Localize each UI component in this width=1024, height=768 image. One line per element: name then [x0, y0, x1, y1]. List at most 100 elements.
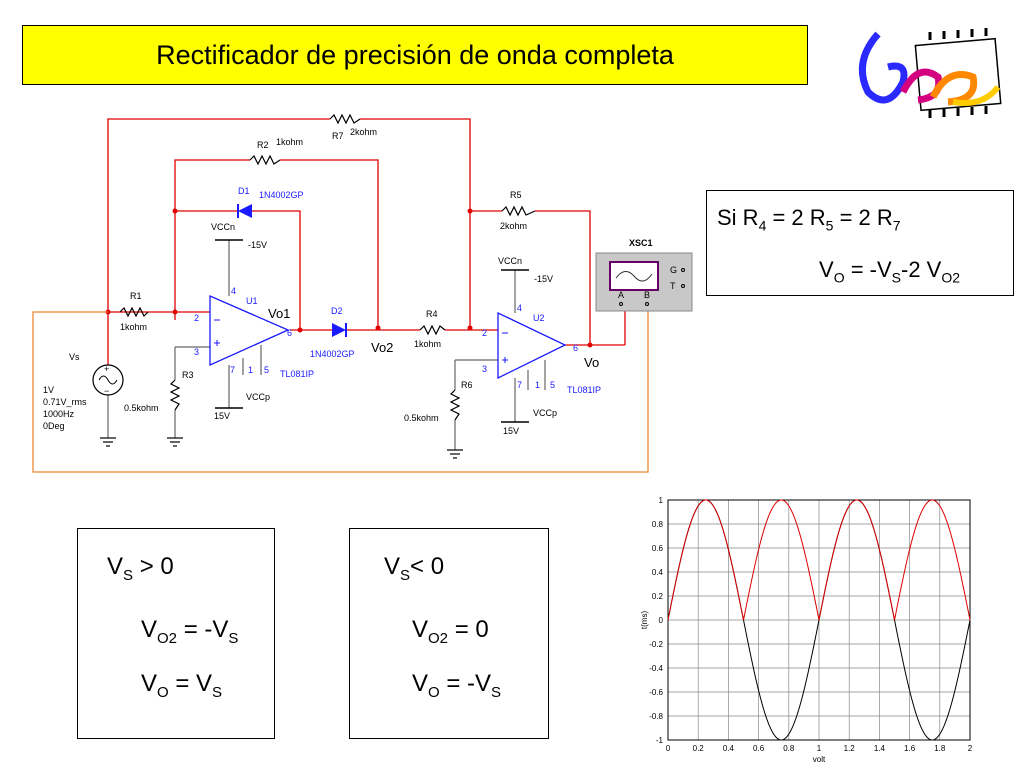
d1-part: 1N4002GP: [259, 190, 304, 200]
x-tick-label: 0: [666, 744, 671, 753]
u1-pin3: 3: [194, 347, 199, 357]
y-tick-label: -0.4: [649, 664, 663, 673]
u2-pin5: 5: [550, 380, 555, 390]
y-tick-label: -0.6: [649, 688, 663, 697]
y-tick-label: -0.8: [649, 712, 663, 721]
r6-name: R6: [461, 380, 473, 390]
vs-rms: 0.71V_rms: [43, 397, 87, 407]
vs-phase: 0Deg: [43, 421, 65, 431]
r2-name: R2: [257, 140, 269, 150]
d1-name: D1: [238, 186, 250, 196]
case-positive-box: VS > 0 VO2 = -VS VO = VS: [77, 528, 275, 739]
resistors: [119, 113, 536, 421]
node-vo1: Vo1: [268, 306, 290, 321]
scope-b: B: [644, 290, 650, 300]
y-tick-label: 0.2: [652, 592, 664, 601]
page-title: Rectificador de precisión de onda comple…: [156, 39, 674, 70]
case-positive-condition: VS > 0: [107, 553, 174, 584]
r7-name: R7: [332, 131, 344, 141]
r2-value: 1kohm: [276, 137, 303, 147]
u2-pin1: 1: [535, 380, 540, 390]
case-positive-vo: VO = VS: [141, 670, 223, 701]
scope-g: G: [670, 265, 677, 275]
svg-text:+: +: [104, 364, 109, 374]
u1-pos15-label: 15V: [214, 411, 230, 421]
y-axis-label: t(ms): [640, 611, 649, 630]
u1-neg15-label: -15V: [248, 240, 267, 250]
y-tick-label: 0.6: [652, 544, 664, 553]
x-tick-label: 1.8: [934, 744, 946, 753]
r5-name: R5: [510, 190, 522, 200]
case-negative-condition: VS< 0: [384, 553, 445, 584]
y-tick-label: 0.8: [652, 520, 664, 529]
vs-name: Vs: [69, 352, 80, 362]
u2-pin3: 3: [482, 364, 487, 374]
dee-logo: [858, 28, 1002, 118]
r1-name: R1: [130, 291, 142, 301]
node-vo2: Vo2: [371, 340, 393, 355]
r4-name: R4: [426, 309, 438, 319]
u1-pin5: 5: [264, 365, 269, 375]
diode-d1: [237, 204, 252, 218]
u2-pos15-label: 15V: [503, 426, 519, 436]
u1-pin7: 7: [230, 365, 235, 375]
ac-source-vs: + −: [92, 364, 124, 396]
opamp-u2: [497, 311, 567, 380]
r6-value: 0.5kohm: [404, 413, 439, 423]
diode-d2: [332, 323, 347, 337]
y-tick-label: 0: [659, 616, 664, 625]
u1-part: TL081IP: [280, 369, 314, 379]
u2-pin2: 2: [482, 328, 487, 338]
y-tick-label: -0.2: [649, 640, 663, 649]
case-negative-box: VS< 0 VO2 = 0 VO = -VS: [349, 528, 549, 739]
vs-amp: 1V: [43, 385, 54, 395]
svg-text:−: −: [104, 386, 109, 396]
u1-vccp-label: VCCp: [246, 392, 270, 402]
x-tick-label: 0.8: [783, 744, 795, 753]
y-tick-label: 0.4: [652, 568, 664, 577]
x-tick-label: 1.6: [904, 744, 916, 753]
ground-symbols: [100, 437, 463, 459]
r4-value: 1kohm: [414, 339, 441, 349]
scope-b-wire: [32, 305, 649, 473]
scope-name: XSC1: [629, 238, 653, 248]
u2-vccn-label: VCCn: [498, 256, 522, 266]
u2-vccp-label: VCCp: [533, 408, 557, 418]
opamp-u1: [209, 295, 290, 367]
vs-freq: 1000Hz: [43, 409, 75, 419]
u2-pin4: 4: [517, 303, 522, 313]
x-tick-label: 1: [817, 744, 822, 753]
u1-pin1: 1: [248, 365, 253, 375]
condition-box: Si R4 = 2 R5 = 2 R7 VO = -VS-2 VO2: [706, 190, 1014, 296]
u2-name: U2: [533, 313, 545, 323]
u2-part: TL081IP: [567, 385, 601, 395]
series-rectified: [667, 499, 971, 621]
u2-neg15-label: -15V: [534, 274, 553, 284]
condition-output-equation: VO = -VS-2 VO2: [819, 257, 961, 286]
u1-vccn-label: VCCn: [211, 222, 235, 232]
circuit-wires: [107, 118, 626, 375]
scope-a: A: [618, 290, 624, 300]
case-negative-vo: VO = -VS: [412, 670, 502, 701]
r1-value: 1kohm: [120, 322, 147, 332]
y-tick-label: 1: [659, 496, 664, 505]
x-tick-label: 0.2: [693, 744, 705, 753]
title-banner: Rectificador de precisión de onda comple…: [22, 25, 808, 85]
scope-t: T: [670, 281, 676, 291]
node-vo: Vo: [584, 355, 599, 370]
d2-part: 1N4002GP: [310, 349, 355, 359]
x-tick-label: 2: [968, 744, 973, 753]
r3-value: 0.5kohm: [124, 403, 159, 413]
condition-resistors: Si R4 = 2 R5 = 2 R7: [717, 205, 901, 234]
x-tick-label: 1.4: [874, 744, 886, 753]
u2-pin6: 6: [573, 343, 578, 353]
oscilloscope-xsc1: [595, 252, 693, 312]
r7-value: 2kohm: [350, 127, 377, 137]
y-tick-label: -1: [656, 736, 664, 745]
d2-name: D2: [331, 306, 343, 316]
u2-pin7: 7: [517, 380, 522, 390]
x-axis-label: volt: [813, 755, 826, 764]
u1-pin4: 4: [231, 286, 236, 296]
